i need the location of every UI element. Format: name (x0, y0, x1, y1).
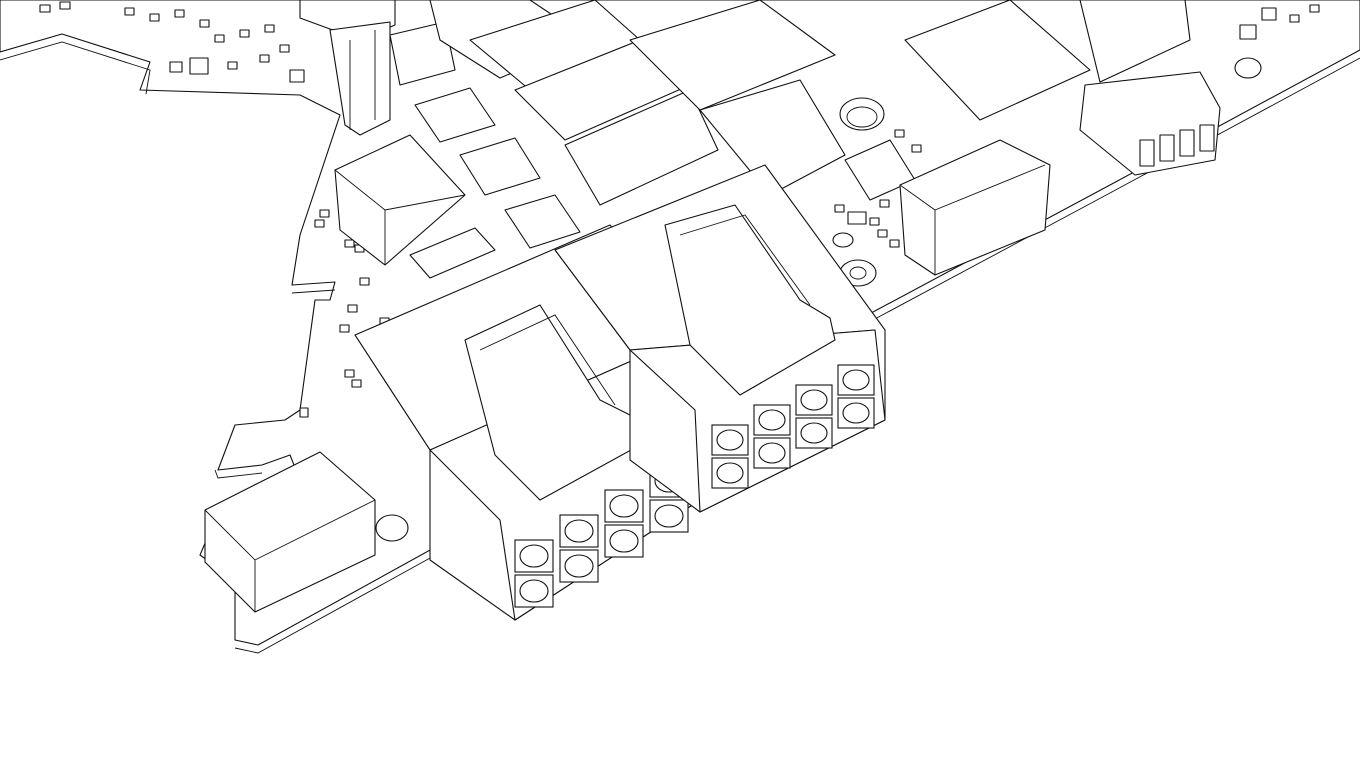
ic-packages (389, 0, 1191, 249)
smd-component-cluster-left (39, 1, 390, 488)
8-pin-power-connector-right (554, 164, 886, 513)
small-chip-center (409, 227, 496, 279)
vertical-support-post (299, 0, 396, 136)
smd-component-cluster-right (834, 4, 1320, 248)
capacitor-block-left (204, 451, 376, 613)
header-connector-right (1079, 71, 1221, 176)
pin-grid-left (514, 464, 689, 608)
pin-grid-right (711, 364, 875, 489)
inductor-blocks (334, 0, 1091, 276)
mounting-holes (375, 57, 1262, 542)
